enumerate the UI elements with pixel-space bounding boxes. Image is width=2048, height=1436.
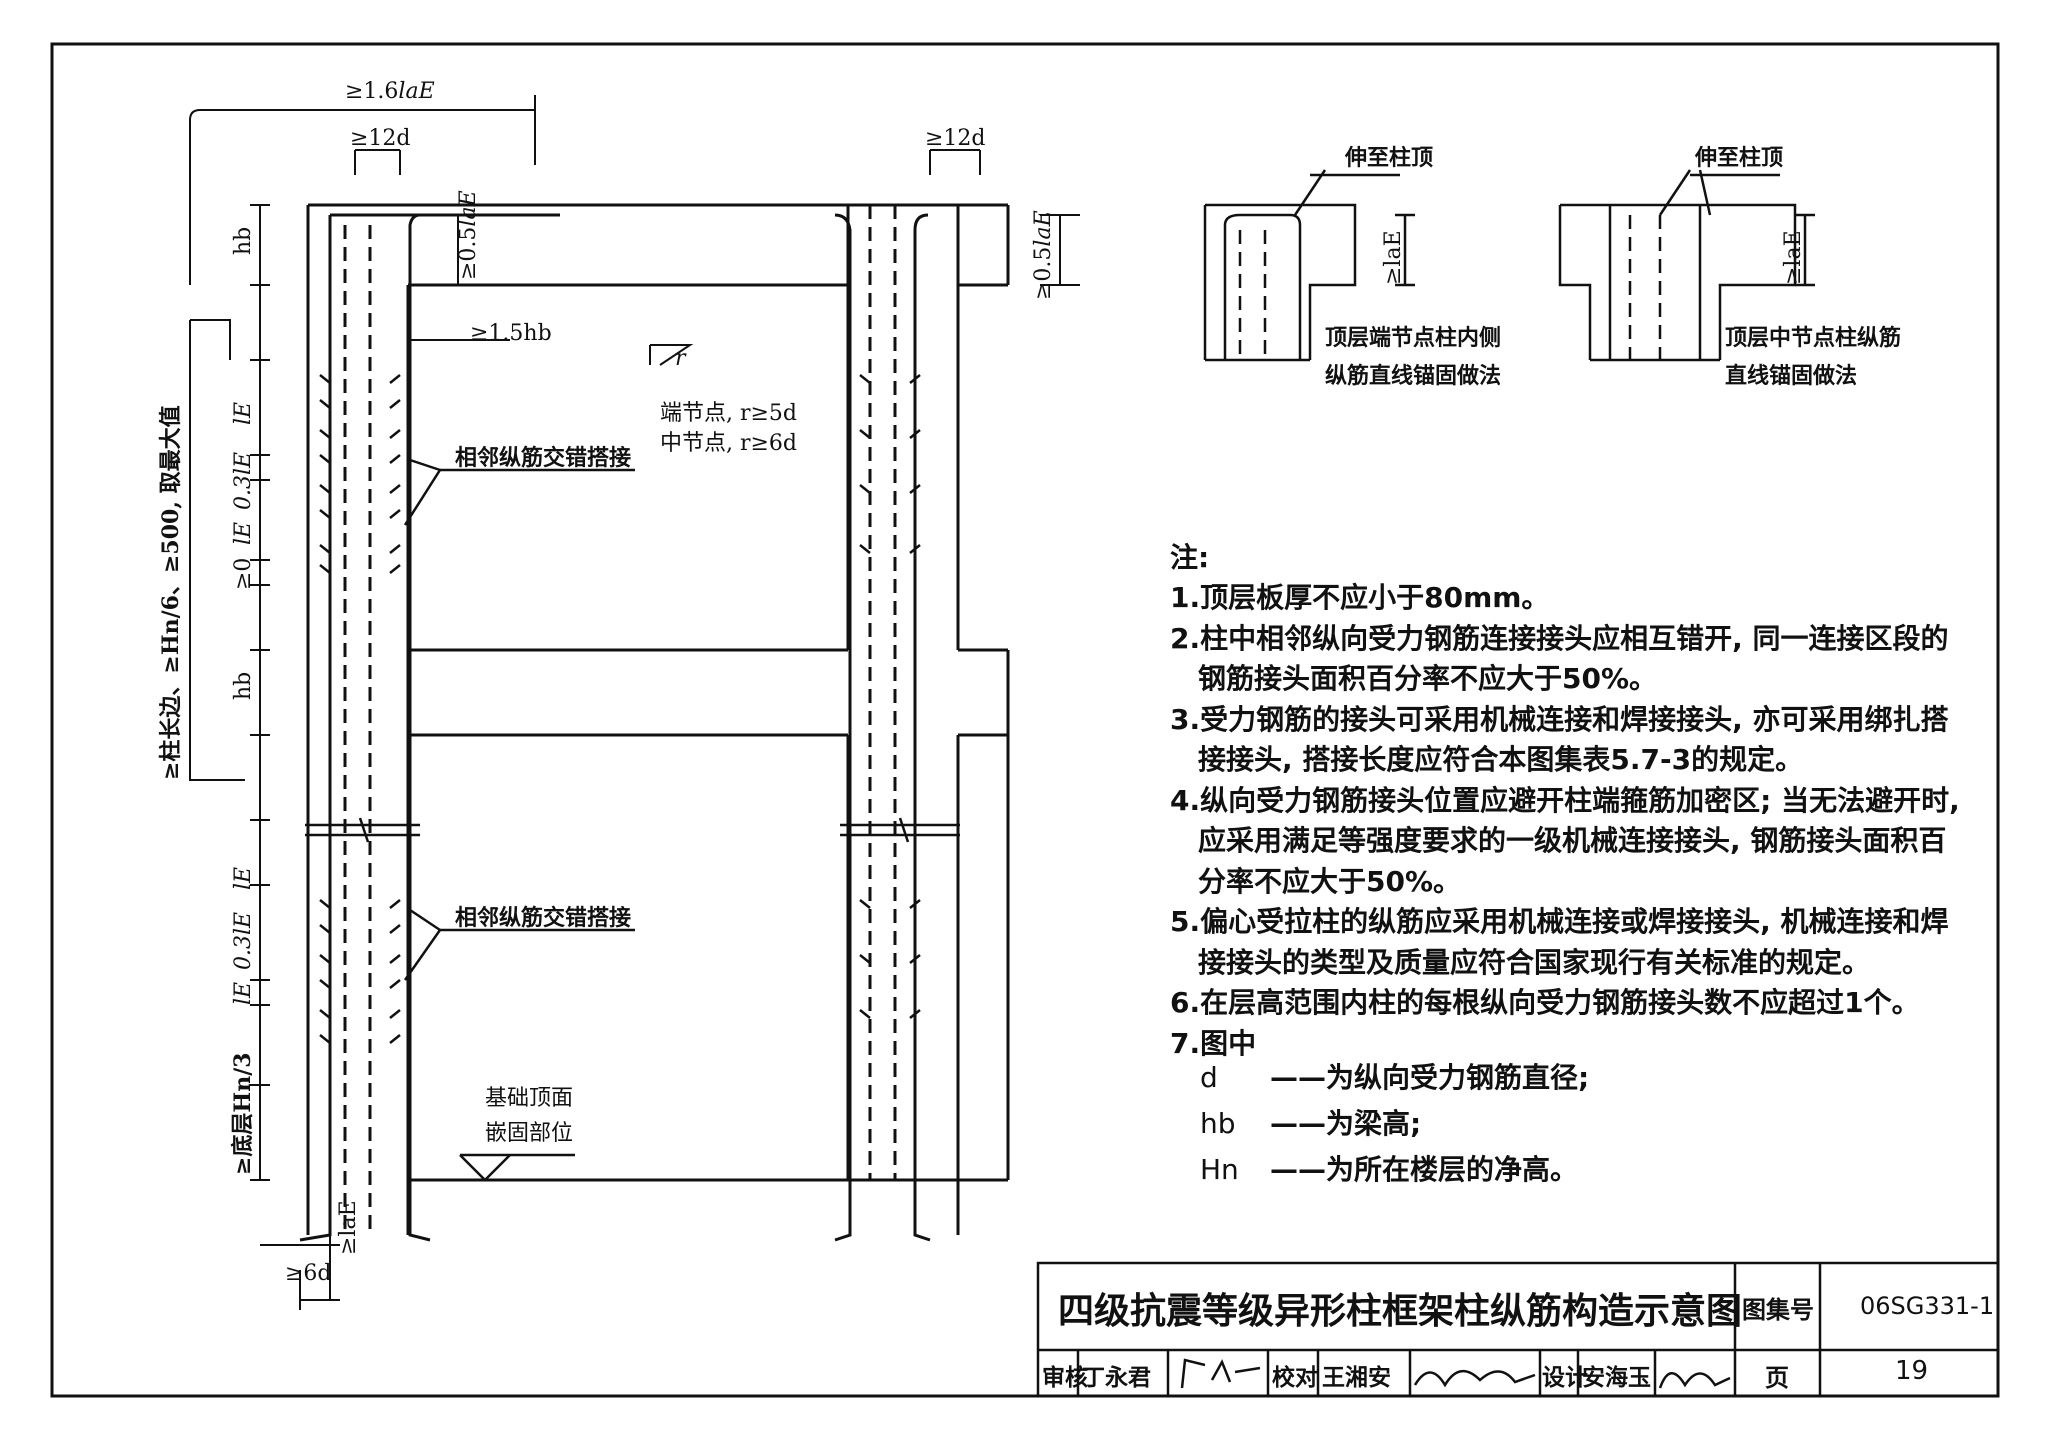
signature-reviewer — [1180, 1358, 1261, 1389]
review-label: 审核 — [1042, 1365, 1088, 1391]
anchor-half-right: ≥0.5laE — [1031, 210, 1056, 300]
break-lines — [305, 817, 960, 843]
foundation-label-2: 嵌固部位 — [485, 1121, 573, 1146]
right-column-bars — [834, 205, 931, 1242]
note-line: 5.偏心受拉柱的纵筋应采用机械连接或焊接接头, 机械连接和焊 — [1170, 905, 1949, 938]
design-label: 设计 — [1542, 1365, 1588, 1391]
note-line: 3.受力钢筋的接头可采用机械连接和焊接接头, 亦可采用绑扎搭 — [1170, 702, 1949, 736]
note-line: 1.顶层板厚不应小于80mm。 — [1170, 581, 1550, 614]
note-line: 7.图中 — [1170, 1026, 1257, 1060]
detail-right-top-label: 伸至柱顶 — [1694, 145, 1783, 171]
beam-height-mid: hb — [231, 672, 256, 700]
lap-label-3: lE — [231, 522, 256, 545]
main-frame-lines — [306, 203, 1010, 1235]
definition-symbol: d — [1200, 1061, 1218, 1094]
title-block-grid — [1036, 1261, 2000, 1398]
detail-right-drawing — [1558, 169, 1815, 362]
left-rule-upper: ≥柱长边、≥Hn/6、≥500, 取最大值 — [158, 405, 184, 780]
note-definition: d ——为纵向受力钢筋直径; — [1200, 1058, 1589, 1098]
bottom-anchor-label: ≥laE — [336, 1200, 361, 1255]
page-number: 19 — [1895, 1356, 1929, 1386]
definition-symbol: hb — [1200, 1107, 1236, 1140]
lap-label-1-lower: lE — [231, 867, 256, 890]
sheet-border — [50, 42, 2000, 1398]
signature-designer — [1658, 1372, 1731, 1389]
detail-left-side-label: ≥laE — [1381, 230, 1406, 285]
check-name: 王湘安 — [1322, 1365, 1391, 1391]
note-definition: hb ——为梁高; — [1200, 1104, 1421, 1144]
lap-label-4: ≥0 — [231, 558, 256, 590]
detail-right-side-label: ≥laE — [1781, 230, 1806, 285]
detail-left-caption-2: 纵筋直线锚固做法 — [1325, 363, 1501, 389]
design-name: 安海玉 — [1582, 1365, 1651, 1391]
bottom-hook-label: ≥6d — [285, 1261, 332, 1286]
note-line: 接接头, 搭接长度应符合本图集表5.7-3的规定。 — [1170, 743, 1804, 776]
note-line: 钢筋接头面积百分率不应大于50%。 — [1170, 662, 1658, 695]
mid-node-label: 中节点, r≥6d — [660, 431, 797, 456]
page-label: 页 — [1765, 1364, 1789, 1392]
top-anchor-label: ≥1.6laE — [345, 79, 435, 104]
detail-right-caption-1: 顶层中节点柱纵筋 — [1725, 325, 1901, 351]
detail-left-drawing — [1203, 169, 1415, 362]
hook-right-label: ≥12d — [925, 126, 986, 151]
drawing-title: 四级抗震等级异形柱框架柱纵筋构造示意图 — [1058, 1291, 1743, 1332]
atlas-label: 图集号 — [1742, 1296, 1814, 1324]
beam-height-top: hb — [231, 227, 256, 255]
lap-label-2-lower: 0.3lE — [231, 912, 256, 970]
dimensions — [189, 95, 1080, 1310]
note-line: 应采用满足等强度要求的一级机械连接接头, 钢筋接头面积百 — [1170, 824, 1947, 857]
definition-text: ——为所在楼层的净高。 — [1270, 1153, 1579, 1186]
atlas-number: 06SG331-1 — [1860, 1292, 1995, 1320]
splice-ticks — [319, 374, 921, 1044]
detail-left-caption-1: 顶层端节点柱内侧 — [1325, 325, 1501, 351]
check-label: 校对 — [1272, 1365, 1318, 1391]
definition-symbol: Hn — [1200, 1153, 1239, 1186]
left-rule-lower: ≥底层Hn/3 — [230, 1052, 256, 1175]
definition-text: ——为纵向受力钢筋直径; — [1270, 1061, 1590, 1094]
note-line: 2.柱中相邻纵向受力钢筋连接接头应相互错开, 同一连接区段的 — [1170, 621, 1949, 655]
splice-label-lower: 相邻纵筋交错搭接 — [455, 905, 631, 931]
lap-label-3-lower: lE — [231, 982, 256, 1005]
review-name: 丁永君 — [1082, 1365, 1151, 1391]
definition-text: ——为梁高; — [1270, 1107, 1422, 1140]
notes-heading: 注: — [1170, 541, 1210, 574]
end-node-label: 端节点, r≥5d — [660, 401, 797, 426]
detail-right-caption-2: 直线锚固做法 — [1725, 363, 1857, 389]
foundation-marker — [459, 1153, 575, 1182]
lap-label-1: lE — [231, 402, 256, 425]
anchor-half-left: ≥0.5laE — [456, 190, 481, 280]
signature-checker — [1413, 1370, 1536, 1388]
bend-r-label: r — [675, 346, 687, 371]
note-line: 分率不应大于50%。 — [1170, 864, 1462, 898]
note-line: 6.在层高范围内柱的每根纵向受力钢筋接头数不应超过1个。 — [1170, 986, 1920, 1019]
leaders — [403, 458, 635, 981]
detail-left-top-label: 伸至柱顶 — [1344, 145, 1433, 171]
note-line: 4.纵向受力钢筋接头位置应避开柱端箍筋加密区; 当无法避开时, — [1170, 783, 1960, 817]
splice-label-upper: 相邻纵筋交错搭接 — [455, 445, 631, 471]
foundation-label-1: 基础顶面 — [485, 1086, 573, 1111]
hook-left-label: ≥12d — [350, 126, 411, 151]
note-line: 接接头的类型及质量应符合国家现行有关标准的规定。 — [1170, 945, 1871, 979]
lap-label-2: 0.3lE — [231, 452, 256, 510]
bend-15hb-label: ≥1.5hb — [470, 321, 552, 346]
signature-marks — [1180, 1358, 1731, 1389]
note-definition: Hn ——为所在楼层的净高。 — [1200, 1150, 1578, 1190]
